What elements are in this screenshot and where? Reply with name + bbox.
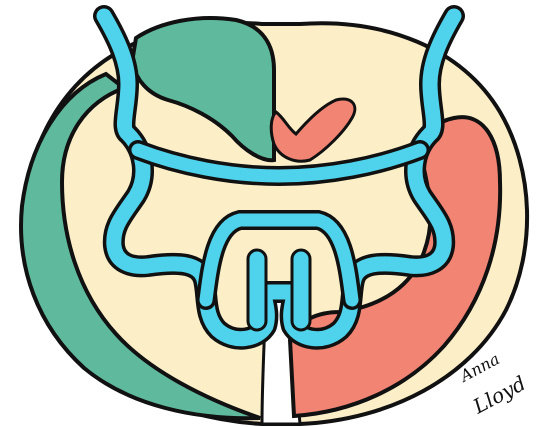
blue-pillar-left — [248, 250, 266, 330]
blue-pillar-right — [292, 250, 310, 330]
